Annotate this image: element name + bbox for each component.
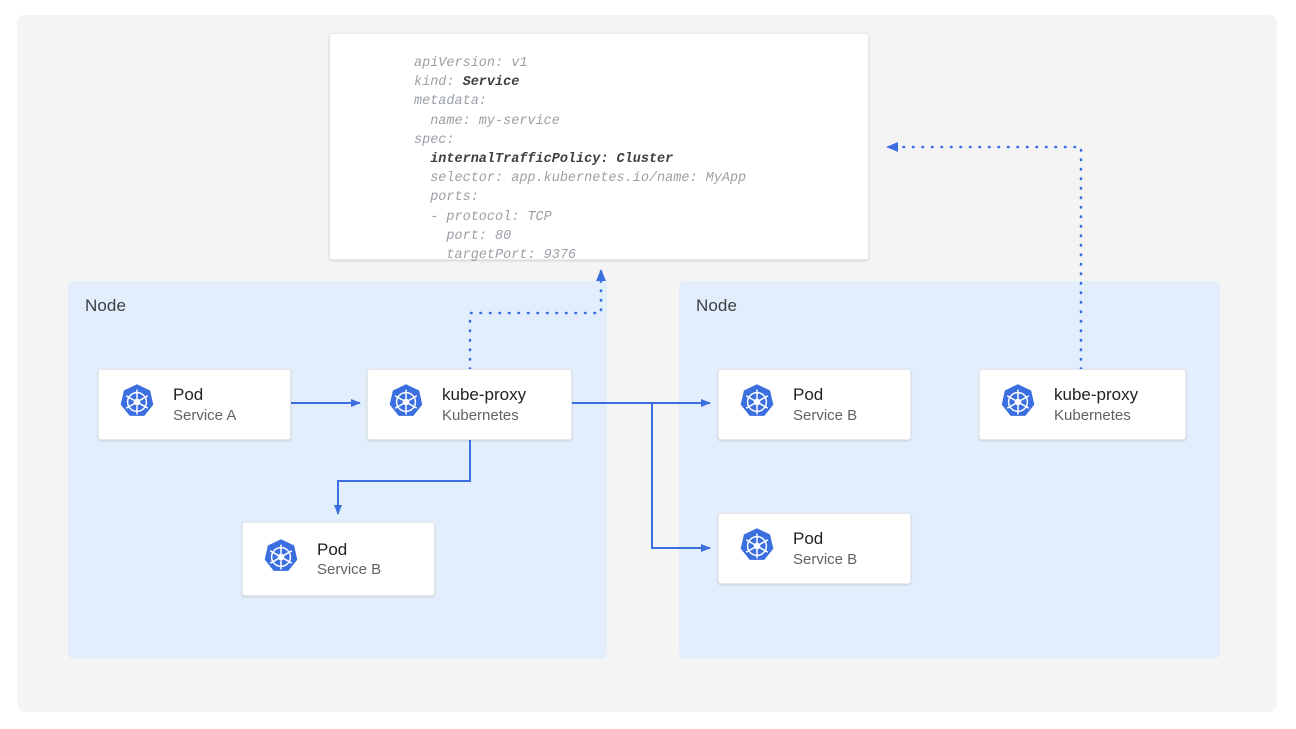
yaml-line-protocol: - protocol: TCP [414, 209, 552, 225]
kubernetes-icon [998, 382, 1038, 427]
card-pod-service-b-right-top[interactable]: Pod Service B [718, 369, 911, 440]
kubernetes-icon [261, 537, 301, 582]
card-title: Pod [317, 539, 348, 559]
yaml-line-port: port: 80 [414, 228, 512, 244]
card-title: Pod [793, 529, 824, 549]
yaml-line-targetport: targetPort: 9376 [414, 248, 577, 264]
card-text: Pod Service B [317, 539, 381, 580]
yaml-line-apiversion: apiVersion: v1 [414, 56, 528, 71]
yaml-line-metadata: metadata: [414, 94, 487, 110]
card-pod-service-a[interactable]: Pod Service A [98, 369, 291, 440]
kubernetes-icon [386, 382, 426, 427]
yaml-kind-value: Service [462, 75, 520, 91]
node-label-right: Node [696, 296, 738, 315]
service-manifest-code: apiVersion: v1 kind: Service metadata: n… [414, 54, 746, 265]
service-manifest-card: apiVersion: v1 kind: Service metadata: n… [329, 33, 869, 263]
yaml-line-selector: selector: app.kubernetes.io/name: MyApp [414, 171, 747, 187]
node-box-right [679, 281, 1220, 659]
yaml-line-internal-traffic-policy: internalTrafficPolicy: Cluster [414, 152, 674, 168]
card-text: kube-proxy Kubernetes [1054, 384, 1138, 425]
card-kube-proxy-right[interactable]: kube-proxy Kubernetes [979, 369, 1186, 440]
card-kube-proxy-left[interactable]: kube-proxy Kubernetes [367, 369, 572, 440]
card-title: Pod [793, 385, 824, 405]
card-title: Pod [173, 385, 204, 405]
card-subtitle: Service B [793, 550, 858, 568]
card-title: kube-proxy [442, 385, 527, 405]
yaml-line-spec: spec: [414, 132, 455, 148]
kubernetes-icon [737, 382, 777, 427]
card-text: Pod Service B [793, 528, 857, 569]
yaml-line-kind: kind: Service [414, 75, 520, 91]
card-text: kube-proxy Kubernetes [442, 384, 526, 425]
card-text: Pod Service B [793, 384, 857, 425]
card-subtitle: Service B [793, 406, 858, 424]
card-subtitle: Kubernetes [442, 406, 519, 424]
card-subtitle: Service A [173, 406, 237, 424]
kubernetes-icon [117, 382, 157, 427]
kubernetes-icon [737, 526, 777, 571]
node-label-left: Node [85, 296, 127, 315]
card-title: kube-proxy [1054, 385, 1139, 405]
yaml-line-name: name: my-service [414, 113, 560, 129]
card-subtitle: Kubernetes [1054, 406, 1131, 424]
node-box-left [68, 281, 607, 659]
card-pod-service-b-left[interactable]: Pod Service B [242, 522, 435, 596]
yaml-line-ports: ports: [414, 190, 479, 206]
card-subtitle: Service B [317, 561, 382, 579]
card-pod-service-b-right-bottom[interactable]: Pod Service B [718, 513, 911, 584]
card-text: Pod Service A [173, 384, 236, 425]
